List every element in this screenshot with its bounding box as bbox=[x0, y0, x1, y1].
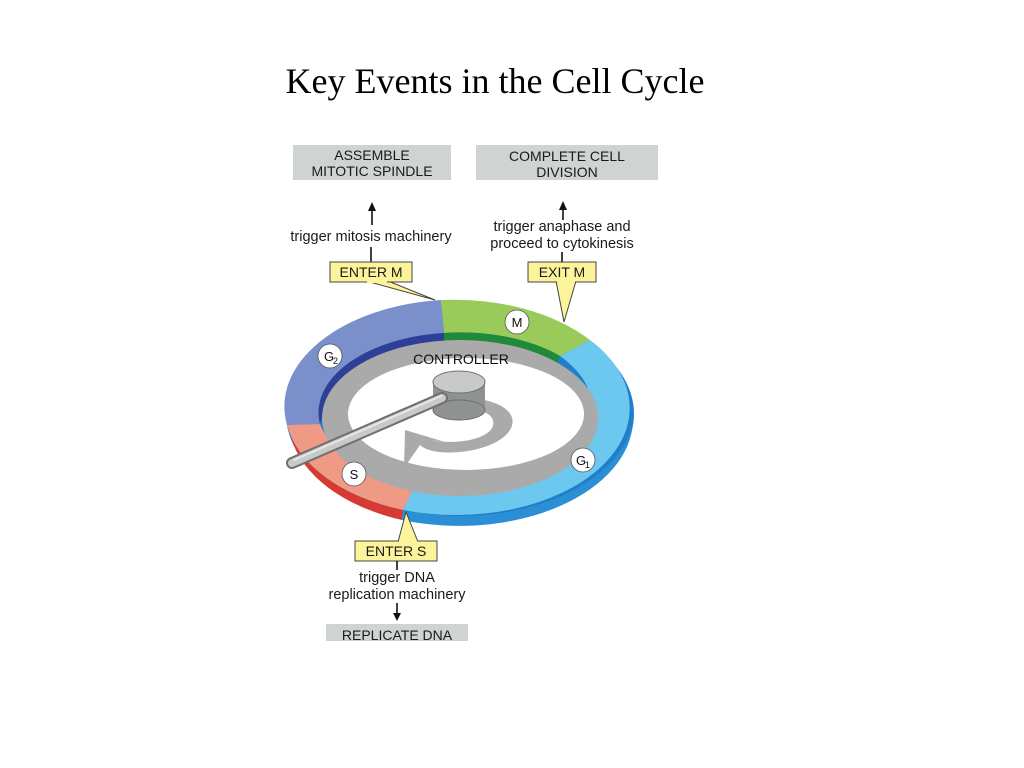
replicate-dna-label: REPLICATE DNA bbox=[342, 627, 453, 643]
phase-badge-g2: G 2 bbox=[317, 343, 343, 369]
assemble-mitotic-spindle-box: ASSEMBLE MITOTIC SPINDLE bbox=[293, 145, 451, 180]
complete-cell-division-box: COMPLETE CELL DIVISION bbox=[476, 145, 658, 180]
cycle-ring: CONTROLLER G 2 M S G 1 bbox=[284, 299, 634, 526]
assemble-line-1: ASSEMBLE bbox=[334, 147, 409, 163]
phase-badge-s: S bbox=[341, 461, 367, 487]
controller-label: CONTROLLER bbox=[413, 351, 509, 367]
controller-arm bbox=[286, 392, 448, 469]
complete-line-1: COMPLETE CELL bbox=[509, 148, 625, 164]
phase-badge-g1: G 1 bbox=[570, 447, 596, 473]
g2-sub-label: 2 bbox=[333, 356, 338, 366]
complete-line-2: DIVISION bbox=[536, 164, 597, 180]
trigger-dna-line-2: replication machinery bbox=[328, 587, 466, 603]
rotation-arrow bbox=[404, 398, 513, 468]
trigger-anaphase-line-1: trigger anaphase and bbox=[493, 219, 630, 235]
arrow-to-complete bbox=[559, 201, 567, 220]
m-label: M bbox=[512, 315, 523, 330]
g2-label: G bbox=[324, 349, 334, 364]
trigger-mitosis-text: trigger mitosis machinery bbox=[290, 229, 452, 245]
exit-m-label: EXIT M bbox=[539, 264, 585, 280]
exit-m-checkpoint: EXIT M bbox=[527, 261, 597, 323]
assemble-line-2: MITOTIC SPINDLE bbox=[311, 163, 432, 179]
g1-segment bbox=[403, 340, 630, 516]
enter-s-checkpoint: ENTER S bbox=[354, 510, 438, 562]
arrow-to-replicate bbox=[393, 603, 401, 621]
enter-s-label: ENTER S bbox=[366, 543, 427, 559]
controller-hub bbox=[432, 370, 486, 421]
arrow-to-assemble bbox=[368, 202, 376, 225]
g2-segment bbox=[284, 300, 444, 425]
replicate-dna-box: REPLICATE DNA bbox=[326, 624, 468, 643]
trigger-anaphase-line-2: proceed to cytokinesis bbox=[490, 236, 633, 252]
phase-badge-m: M bbox=[504, 309, 530, 335]
s-label: S bbox=[350, 467, 359, 482]
g1-label: G bbox=[576, 453, 586, 468]
enter-m-checkpoint: ENTER M bbox=[329, 261, 436, 301]
slide-title: Key Events in the Cell Cycle bbox=[285, 61, 705, 101]
g1-sub-label: 1 bbox=[585, 460, 590, 470]
enter-m-label: ENTER M bbox=[340, 264, 403, 280]
trigger-dna-line-1: trigger DNA bbox=[359, 570, 435, 586]
